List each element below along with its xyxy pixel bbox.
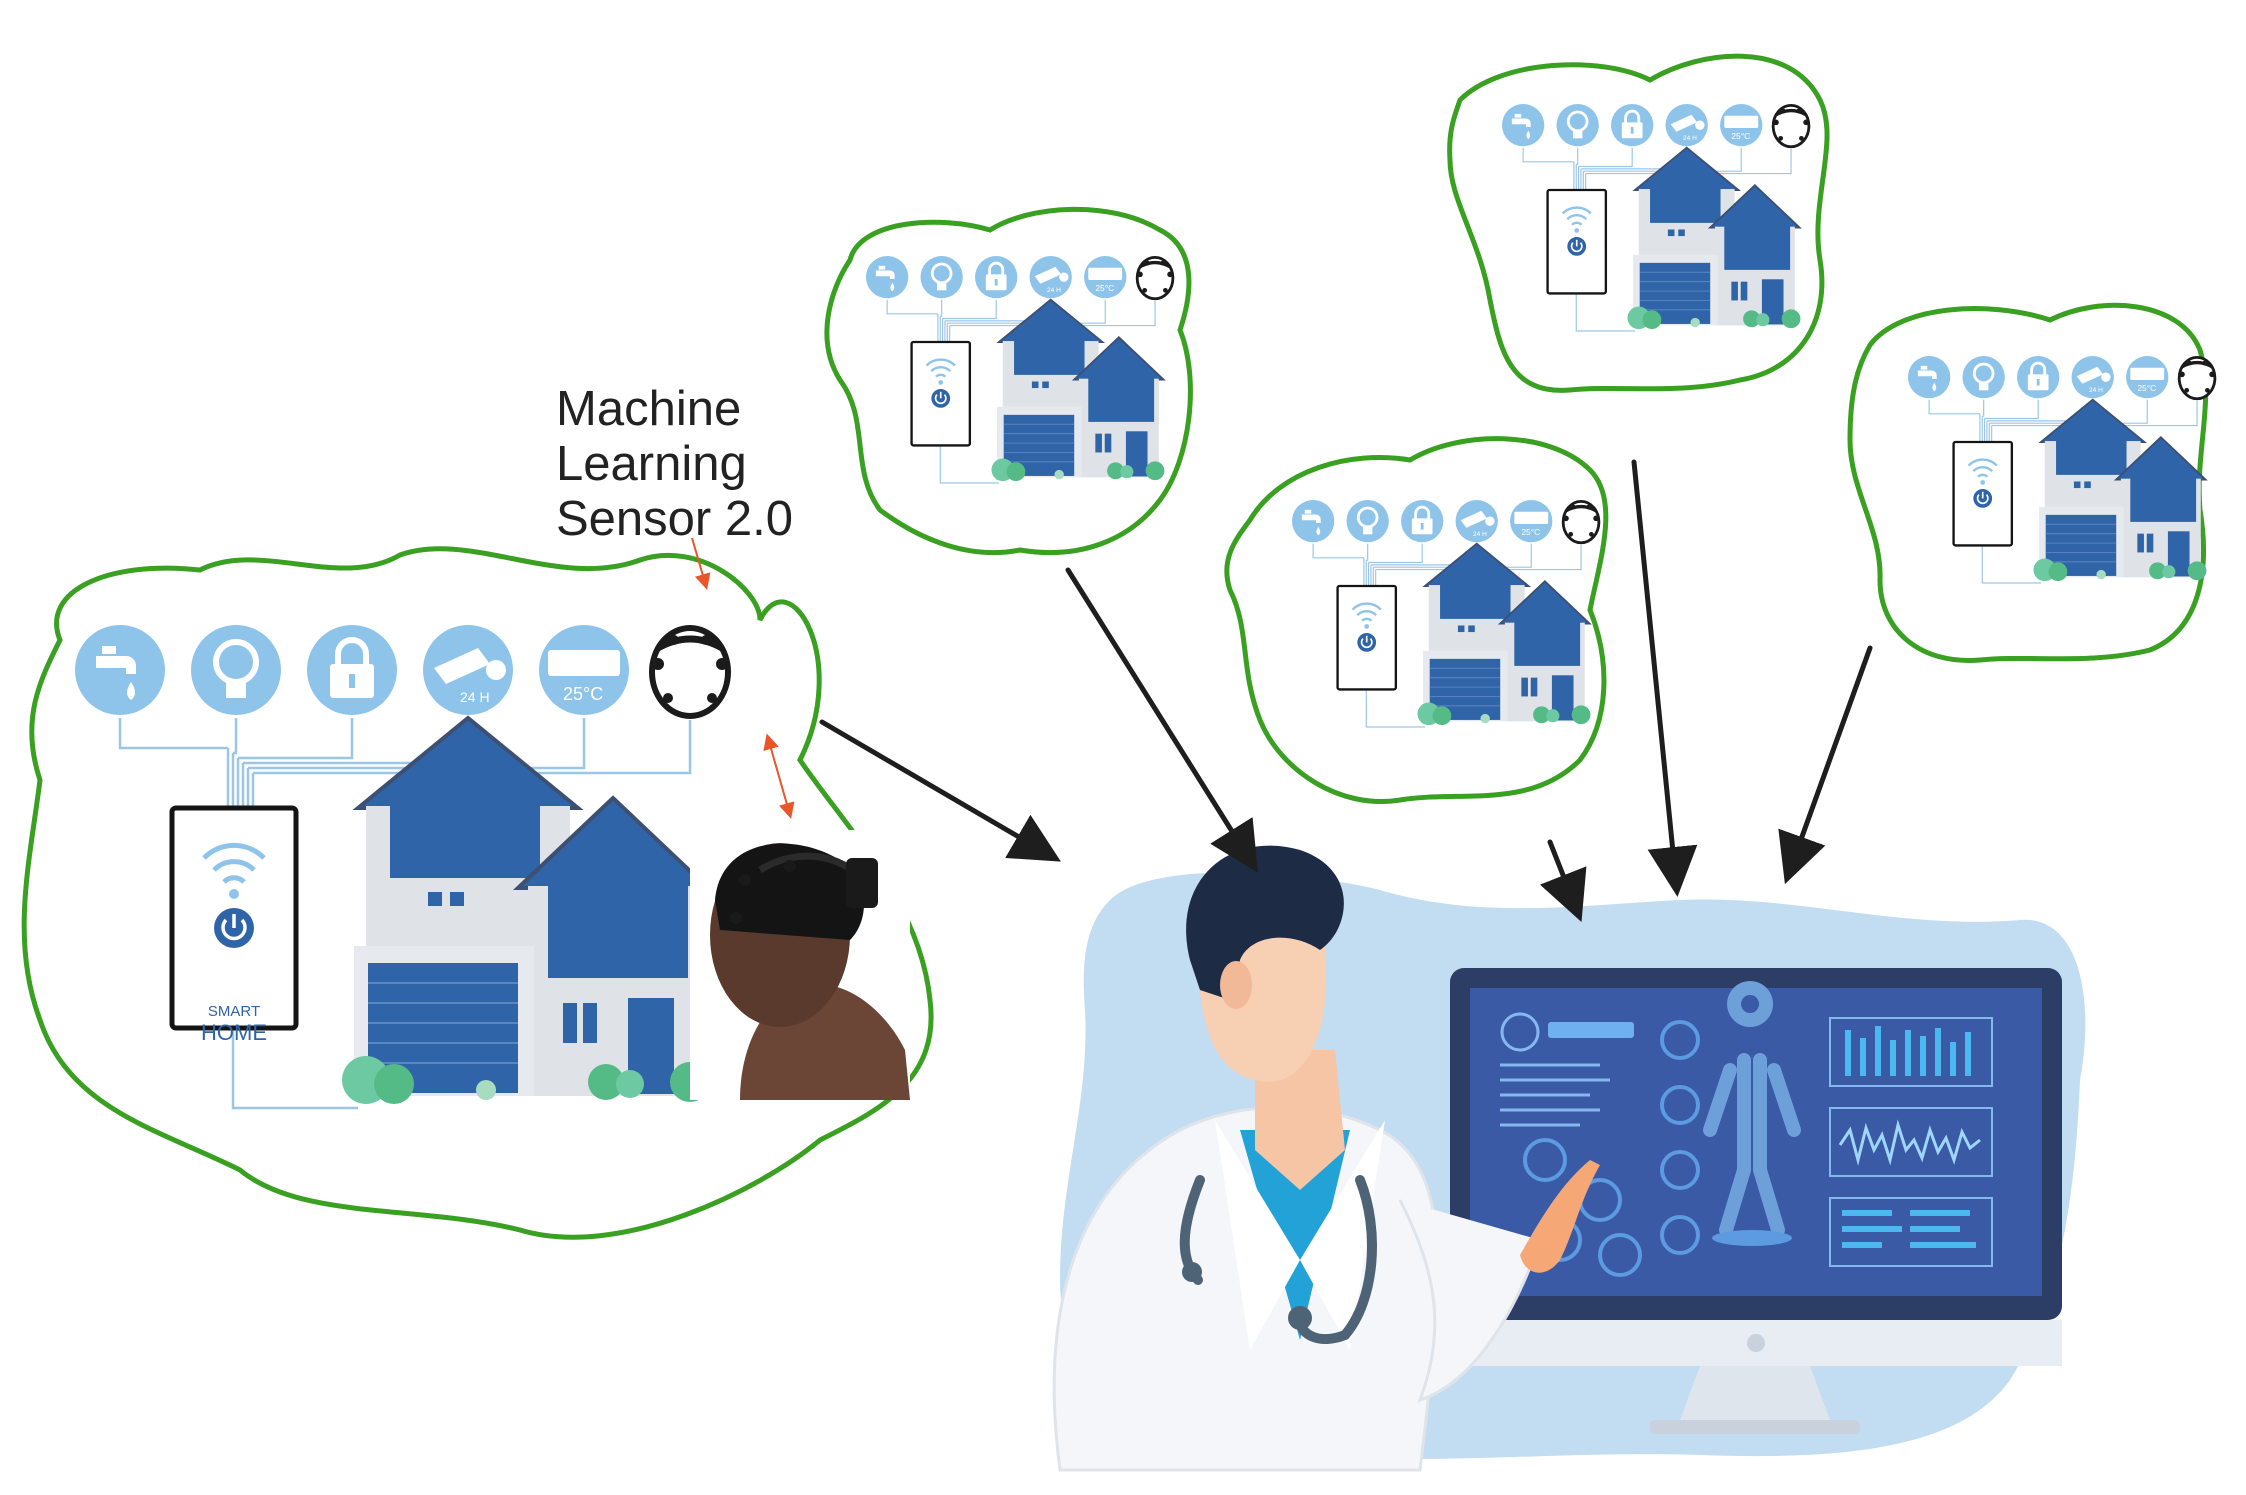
arrow-patient-to-doctor [819,719,1061,862]
smart-home-label-line2: HOME [201,1020,267,1045]
arrow-home1-to-doctor [1065,567,1258,873]
arrow-home4-to-doctor [1778,645,1873,885]
arrow-home2-to-doctor [1539,839,1587,922]
sensor-caption: Machine Learning Sensor 2.0 [556,382,793,547]
sensor-caption-line-2: Learning [556,437,747,491]
arrow-home3-to-doctor [1631,459,1698,897]
smart-home-label-line1: SMART [208,1003,260,1020]
patient-with-eeg-headset [690,830,910,1100]
data-flow-arrows [819,459,1873,922]
sensor-caption-line-1: Machine [556,382,742,436]
headset-to-patient-link [763,733,795,819]
caption-to-headset-link [691,537,711,590]
sensor-caption-line-3: Sensor 2.0 [556,492,793,546]
medical-monitor [1450,968,2062,1434]
doctor [1052,845,1600,1472]
